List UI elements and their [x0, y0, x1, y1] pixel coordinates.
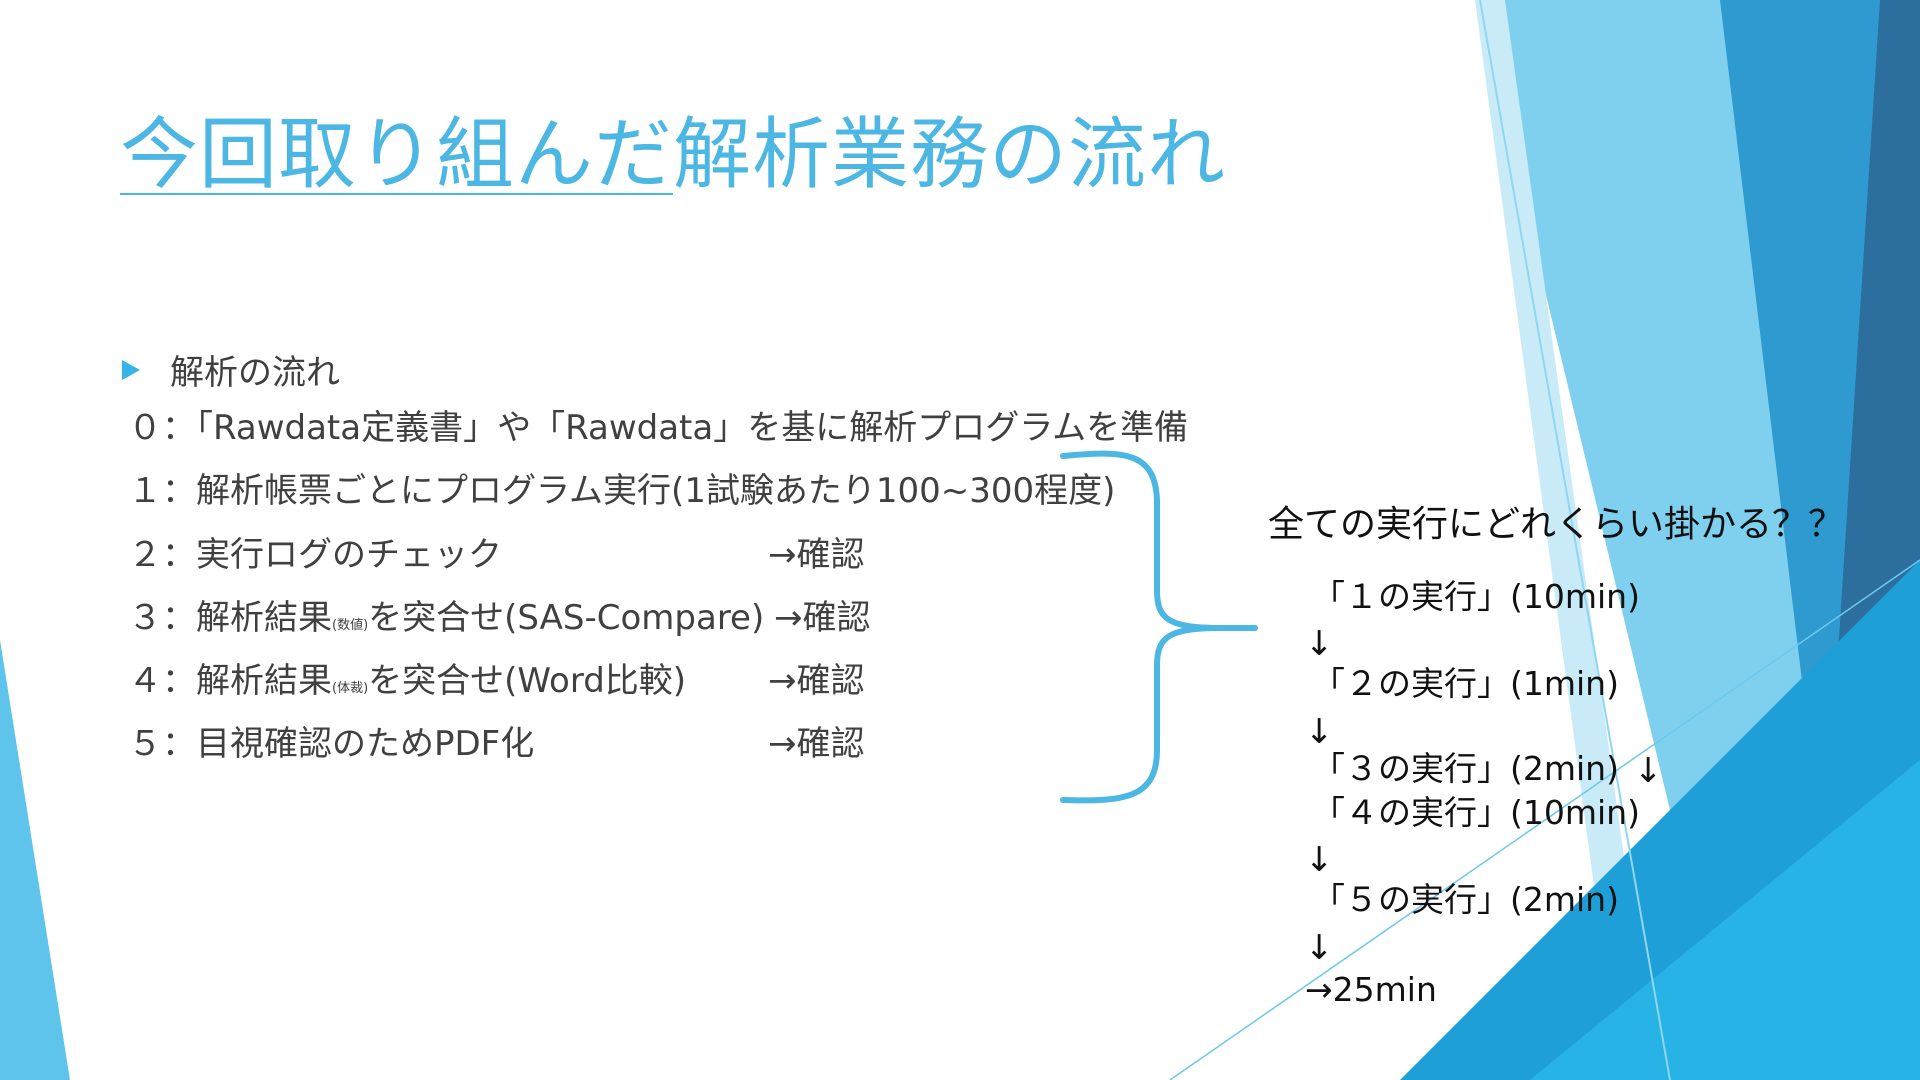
- flow-item-5: 「５の実行」(2min): [1312, 880, 1619, 919]
- step-3-post: を突合せ(SAS-Compare): [368, 598, 765, 638]
- page-title: 今回取り組んだ解析業務の流れ: [120, 92, 1226, 204]
- step-4-confirm: →確認: [768, 661, 865, 701]
- down-arrow-icon: ↓: [1305, 712, 1334, 752]
- deco-line-diagonal: [1169, 559, 1920, 1080]
- down-arrow-icon: ↓: [1634, 751, 1663, 791]
- step-4-pre: ４：解析結果: [128, 661, 332, 701]
- triangle-bullet-icon: [122, 359, 140, 380]
- step-3-confirm: →確認: [774, 598, 871, 638]
- curly-brace-icon: [1060, 450, 1258, 804]
- step-2: ２：実行ログのチェック: [128, 535, 502, 575]
- step-0: ０：「Rawdata定義書」や「Rawdata」を基に解析プログラムを準備: [128, 408, 1189, 448]
- down-arrow-icon: ↓: [1305, 928, 1334, 968]
- step-4-post: を突合せ(Word比較): [368, 661, 687, 701]
- flow-item-3: 「３の実行」(2min): [1312, 749, 1619, 788]
- section-bullet: 解析の流れ: [122, 345, 340, 394]
- deco-shape-pale-sliver: [1475, 0, 1655, 1080]
- step-1: １：解析帳票ごとにプログラム実行(1試験あたり100~300程度): [128, 471, 1116, 511]
- flow-total: →25min: [1305, 970, 1437, 1009]
- down-arrow-icon: ↓: [1305, 624, 1334, 664]
- step-3: ３：解析結果(数値)を突合せ(SAS-Compare): [128, 595, 764, 641]
- step-2-confirm: →確認: [768, 535, 865, 575]
- deco-line-long: [1479, 0, 1671, 1080]
- deco-shape-dark-blue: [1835, 0, 1920, 700]
- step-4-note: (体裁): [332, 681, 369, 696]
- time-question: 全ての実行にどれくらい掛かる？？: [1268, 504, 1845, 545]
- down-arrow-icon: ↓: [1305, 840, 1334, 880]
- flow-item-4: 「４の実行」(10min): [1312, 793, 1640, 832]
- step-3-note: (数値): [332, 618, 369, 633]
- title-underlined-part: 今回取り組んだ: [120, 110, 674, 200]
- deco-shape-left-strip: [0, 640, 70, 1080]
- deco-shape-bottom-light: [1530, 760, 1920, 1080]
- step-5: ５：目視確認のためPDF化: [128, 724, 535, 764]
- title-rest-part: 解析業務の流れ: [673, 110, 1227, 200]
- step-3-pre: ３：解析結果: [128, 598, 332, 638]
- step-5-confirm: →確認: [768, 724, 865, 764]
- flow-item-1: 「１の実行」(10min): [1312, 577, 1640, 616]
- step-4: ４：解析結果(体裁)を突合せ(Word比較): [128, 658, 686, 704]
- flow-item-2: 「２の実行」(1min): [1312, 664, 1619, 703]
- bullet-label: 解析の流れ: [170, 353, 340, 393]
